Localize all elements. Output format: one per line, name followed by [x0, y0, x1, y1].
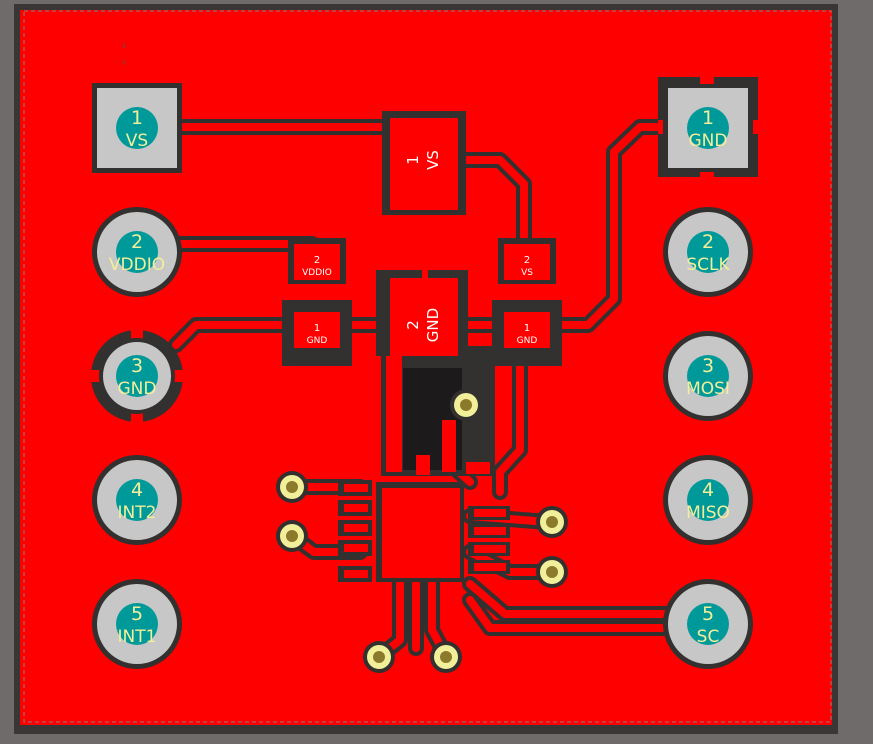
capacitor-vs-small: 2 VS 1 GND: [492, 238, 562, 366]
capacitor-vs-large: 1 VS 2 GND: [376, 111, 468, 356]
cap-vs-pad-1-number: 1: [404, 155, 422, 165]
right-header-pin-1-net: GND: [689, 131, 728, 151]
cap-vddio-pad-2-number: 2: [314, 255, 320, 266]
left-header-pin-5-net: INT1: [118, 627, 157, 647]
right-header-pin-4-number: 4: [702, 479, 714, 501]
ic-keepout: [381, 346, 495, 476]
right-header-pin-1-number: 1: [702, 107, 714, 129]
left-header-pin-1-net: VS: [126, 131, 148, 151]
left-header-pin-3-net: GND: [118, 379, 157, 399]
via[interactable]: [276, 520, 308, 552]
cap-vs-small-pad-2-net: VS: [521, 268, 533, 278]
right-header-pin-4[interactable]: 4 MISO: [663, 455, 753, 545]
board-edge-dashed: [23, 10, 832, 723]
right-header-pin-3-number: 3: [702, 355, 714, 377]
cap-vs-small-pad-1-net: GND: [517, 336, 538, 346]
right-header-pin-2-net: SCLK: [686, 255, 730, 275]
cap-vs-small-pad-1-number: 1: [524, 323, 530, 334]
via[interactable]: [363, 641, 395, 673]
ic-footprint: [338, 480, 510, 582]
cap-vddio-pad-1-net: GND: [307, 336, 328, 346]
via[interactable]: [430, 641, 462, 673]
capacitor-vddio: 2 VDDIO 1 GND: [282, 238, 352, 366]
right-header-pin-4-net: MISO: [686, 503, 730, 523]
left-header-pin-1[interactable]: 1 VS: [92, 83, 182, 173]
right-header-pin-3[interactable]: 3 MOSI: [663, 331, 753, 421]
cap-vs-pad-2-net: GND: [424, 308, 442, 342]
cap-vddio-pad-2-net: VDDIO: [302, 268, 332, 278]
left-header-pin-5[interactable]: 5 INT1: [92, 579, 182, 669]
right-header-pin-1[interactable]: 1 GND: [658, 77, 758, 177]
right-header-pin-2-number: 2: [702, 231, 714, 253]
left-header-pin-1-number: 1: [131, 107, 143, 129]
right-header-pin-5[interactable]: 5 SC: [663, 579, 753, 669]
via[interactable]: [536, 506, 568, 538]
left-header: 1 VS 2 VDDIO 3 GND 4 INT2: [87, 83, 187, 669]
right-header-pin-3-net: MOSI: [686, 379, 730, 399]
left-header-pin-5-number: 5: [131, 603, 143, 625]
cap-vs-small-pad-2-number: 2: [524, 255, 530, 266]
right-header-pin-2[interactable]: 2 SCLK: [663, 207, 753, 297]
left-header-pin-4-net: INT2: [118, 503, 157, 523]
right-header-pin-5-number: 5: [702, 603, 714, 625]
right-header-pin-5-net: SC: [697, 627, 720, 647]
left-header-pin-2[interactable]: 2 VDDIO: [92, 207, 182, 297]
cap-vs-pad-1-net: VS: [424, 150, 442, 170]
right-header: 1 GND 2 SCLK 3 MOSI 4 MISO 5: [658, 77, 758, 669]
via[interactable]: [536, 556, 568, 588]
cap-vddio-pad-1-number: 1: [314, 323, 320, 334]
left-header-pin-3-number: 3: [131, 355, 143, 377]
left-header-pin-2-number: 2: [131, 231, 143, 253]
vias: [276, 389, 568, 673]
via[interactable]: [276, 471, 308, 503]
cap-vs-pad-2-number: 2: [404, 320, 422, 330]
left-header-pin-3[interactable]: 3 GND: [87, 326, 187, 426]
left-header-pin-4[interactable]: 4 INT2: [92, 455, 182, 545]
via[interactable]: [450, 389, 482, 421]
left-header-pin-2-net: VDDIO: [109, 255, 165, 275]
left-header-pin-4-number: 4: [131, 479, 143, 501]
